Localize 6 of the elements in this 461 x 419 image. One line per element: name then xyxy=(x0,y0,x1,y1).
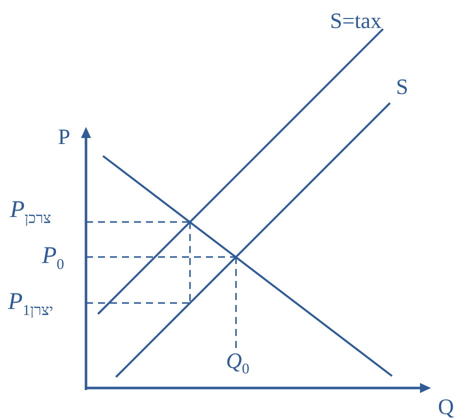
tax-supply-label: S=tax xyxy=(330,10,382,32)
price-label: P$_{0}$ xyxy=(42,244,64,273)
axis-label: P xyxy=(58,126,70,148)
quantity-label: Q$_{0}$ xyxy=(226,350,250,378)
axis-label: Q xyxy=(438,396,454,418)
supply-label: S xyxy=(396,76,408,98)
